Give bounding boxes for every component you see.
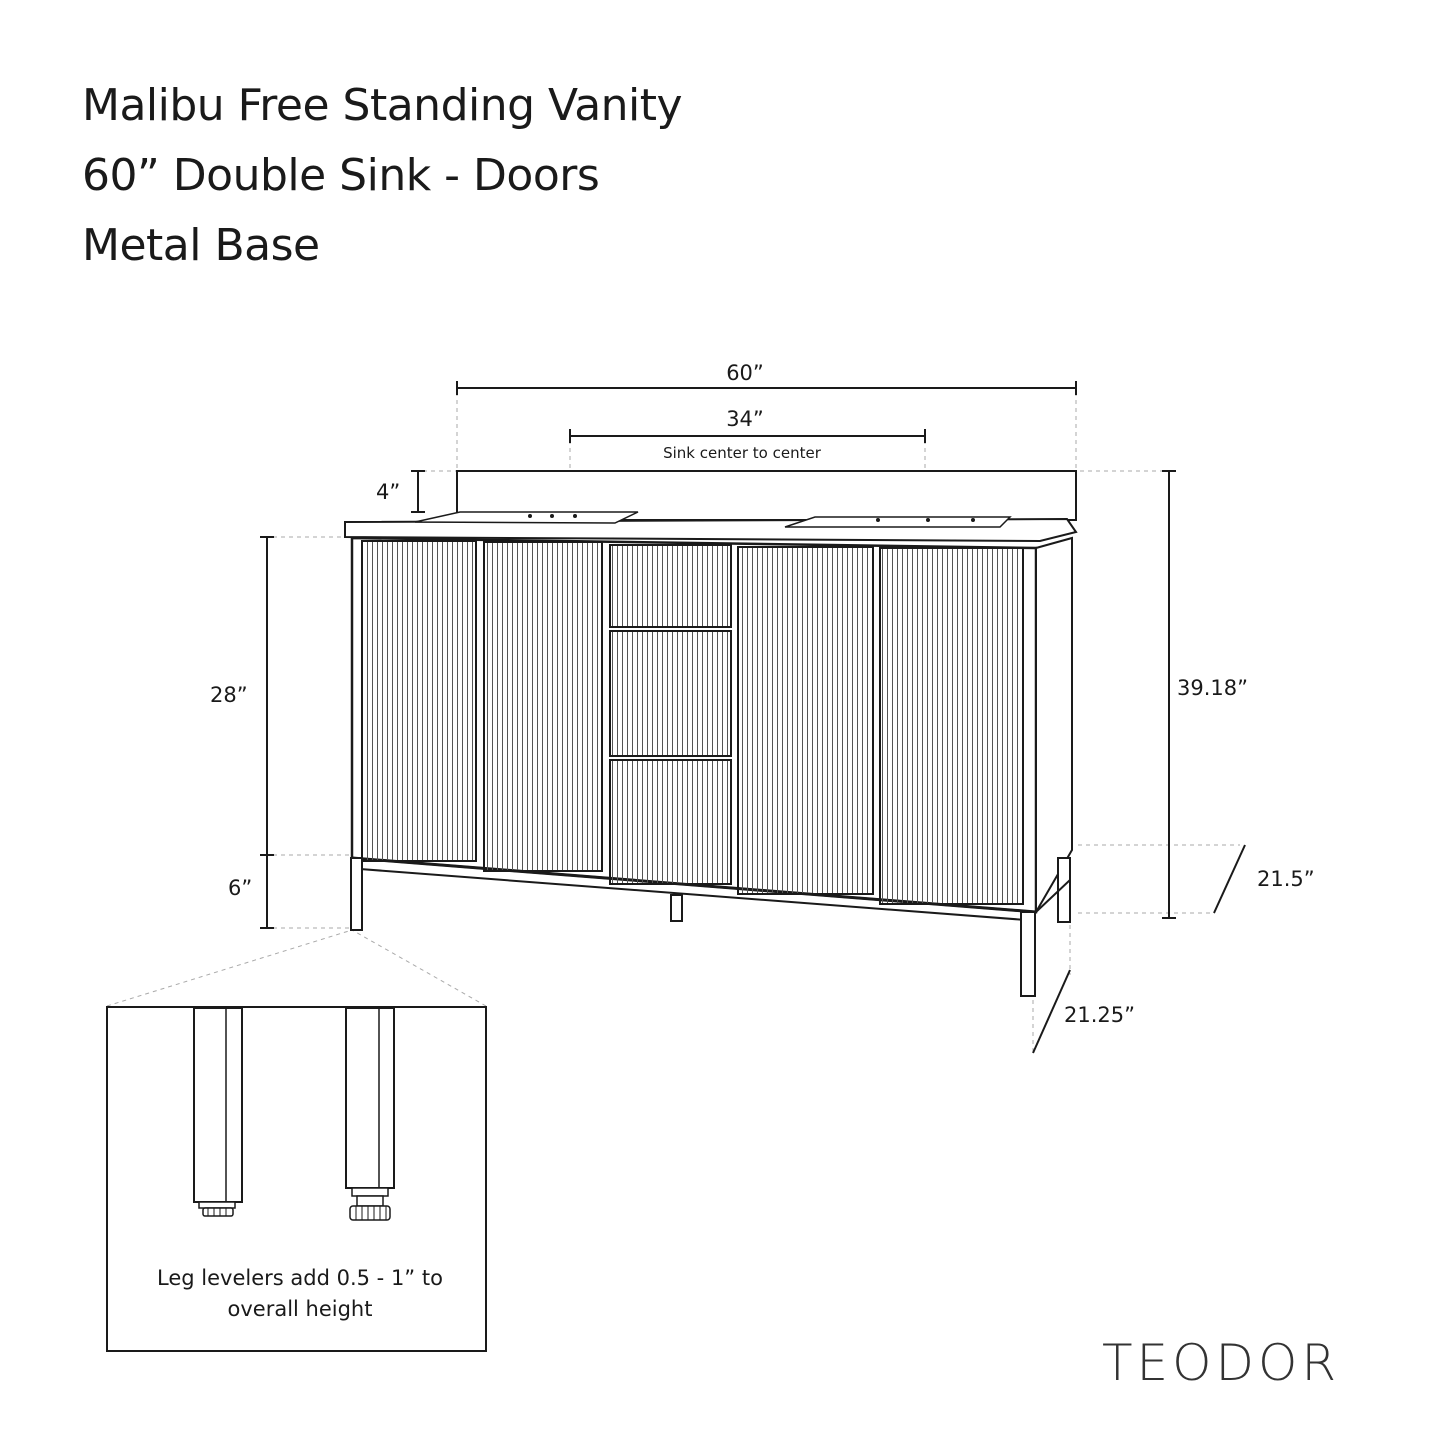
- title-line-1: Malibu Free Standing Vanity: [82, 80, 683, 131]
- drawer-1: [609, 544, 732, 628]
- detail-leg-left: [193, 1007, 243, 1203]
- dim-backsplash-height: 4”: [376, 480, 400, 504]
- dim-cabinet-height: 28”: [210, 683, 248, 707]
- title-line-2: 60” Double Sink - Doors: [82, 150, 600, 201]
- vanity: [344, 470, 1078, 997]
- detail-leg-right: [345, 1007, 395, 1189]
- dim-sink-spacing: 34”: [726, 407, 764, 431]
- detail-frame: [106, 1006, 487, 1352]
- door-3: [737, 546, 874, 895]
- leveler-note-line-1: Leg levelers add 0.5 - 1” to: [157, 1266, 443, 1290]
- faucet-holes: [528, 514, 975, 522]
- door-4: [879, 547, 1024, 905]
- dim-top-depth: 21.5”: [1257, 867, 1315, 891]
- sink-right: [784, 516, 1012, 528]
- leveler-note-line-2: overall height: [228, 1297, 373, 1321]
- door-1: [361, 540, 477, 862]
- dim-sink-spacing-note: Sink center to center: [663, 444, 822, 462]
- title-line-3: Metal Base: [82, 220, 320, 271]
- dim-overall-height: 39.18”: [1177, 676, 1248, 700]
- dim-leg-height: 6”: [228, 876, 252, 900]
- door-2: [483, 541, 603, 872]
- drawer-3: [609, 759, 732, 885]
- drawer-2: [609, 630, 732, 757]
- brand-logo: TEODOR: [1102, 1334, 1341, 1392]
- dim-overall-width: 60”: [726, 361, 764, 385]
- sink-left: [414, 511, 639, 524]
- dim-base-depth: 21.25”: [1064, 1003, 1135, 1027]
- cabinet-side: [1035, 536, 1073, 916]
- leveler-detail: [106, 1006, 487, 1352]
- leg-back-left: [670, 894, 683, 922]
- dimension-lines: [260, 381, 1246, 1054]
- leg-front-right: [1020, 911, 1036, 997]
- leg-front-left: [350, 857, 363, 931]
